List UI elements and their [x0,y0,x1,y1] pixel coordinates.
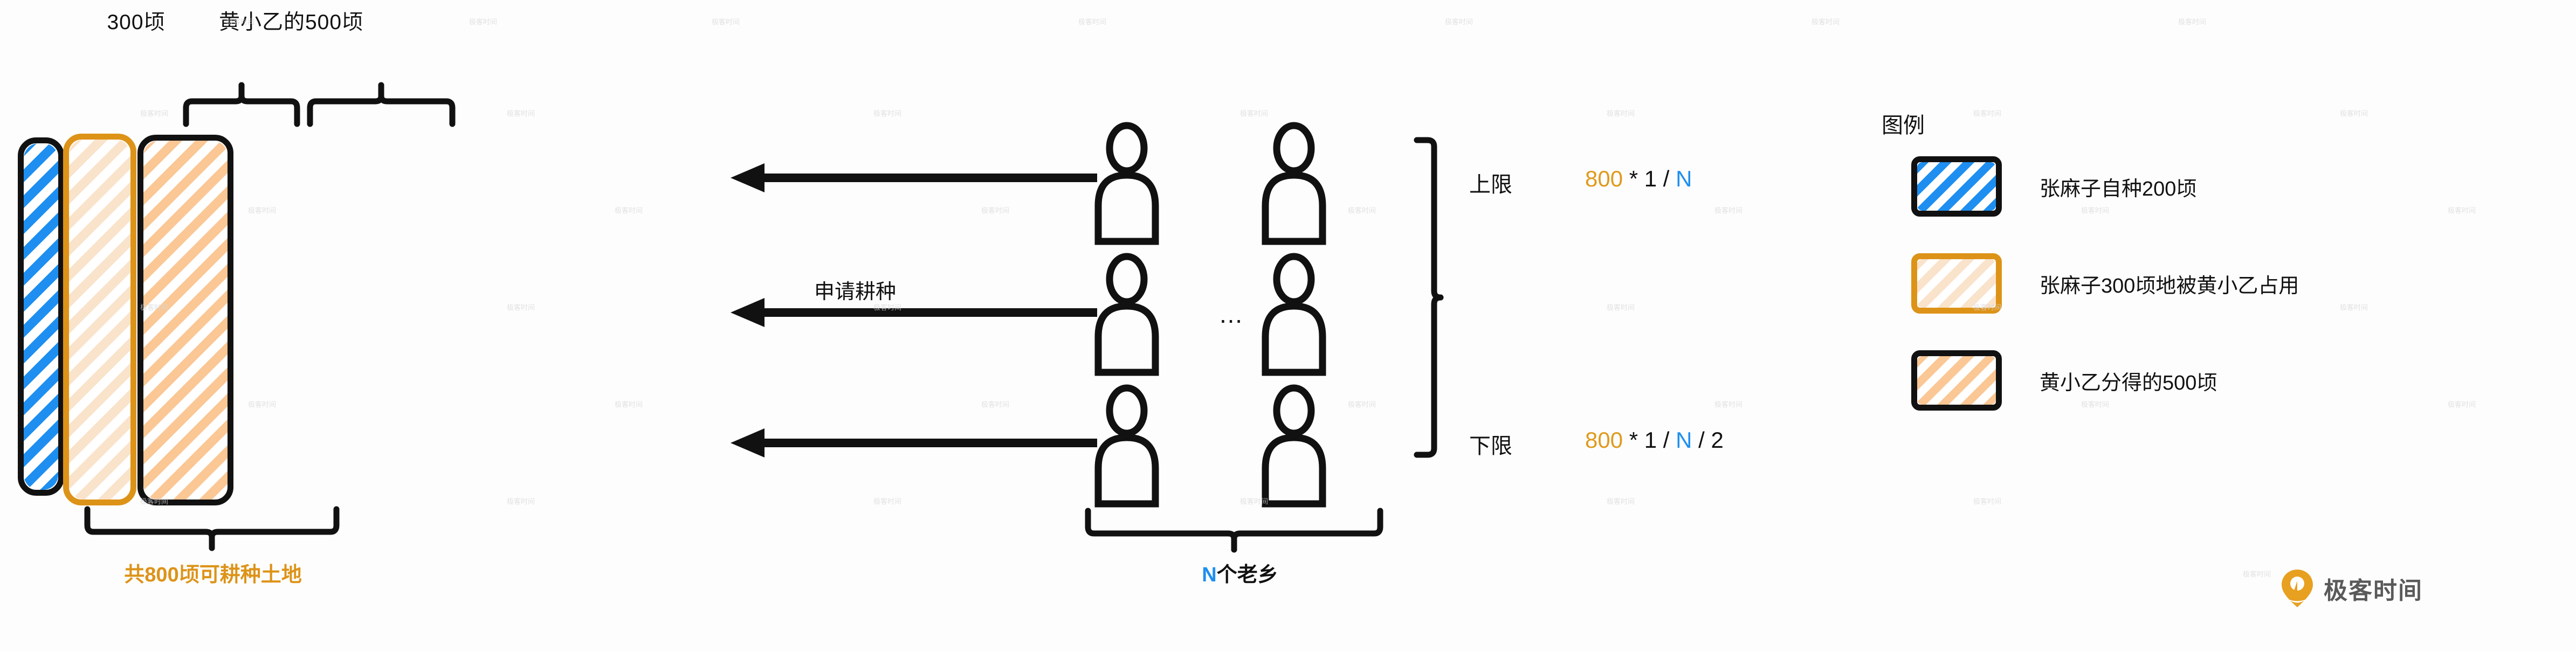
legend-swatch-blue [1911,156,2002,217]
legend-swatch-orange [1911,253,2002,314]
upper-formula-n: N [1676,166,1692,191]
watermark: 极客时间 [2340,109,2368,117]
watermark: 极客时间 [1607,109,1635,117]
brace-500 [307,82,456,127]
watermark: 极客时间 [1348,206,1376,214]
label-apply-to-farm: 申请耕种 [814,281,897,303]
lower-formula-op2: / 2 [1692,427,1724,453]
watermark: 极客时间 [1348,400,1376,408]
lower-formula-op1: * 1 / [1623,427,1676,453]
watermark: 极客时间 [140,303,169,311]
watermark: 极客时间 [140,497,169,505]
watermark: 极客时间 [981,400,1010,408]
land-box-granted [137,135,233,505]
n-symbol: N [1202,564,1217,586]
legend-item-self-farmed: 张麻子自种200顷 [1911,156,2196,217]
watermark: 极客时间 [1607,497,1635,505]
legend-title: 图例 [1882,114,1925,137]
land-box-occupied [63,134,136,505]
legend-label-granted: 黄小乙分得的500顷 [2040,371,2217,394]
watermark: 极客时间 [507,497,535,505]
watermark: 极客时间 [1445,18,1473,26]
blue-hatch-fill [24,143,58,490]
watermark: 极客时间 [226,18,255,26]
label-500-qing: 黄小乙的500顷 [218,11,364,34]
legend-orange-hatch [1917,259,1996,308]
person-icon-r1c1 [1094,122,1159,245]
legend-peach-hatch [1917,356,1996,405]
upper-formula-base: 800 [1585,166,1623,191]
watermark: 极客时间 [1973,303,2002,311]
brace-300 [183,82,300,127]
watermark: 极客时间 [1240,497,1269,505]
watermark: 极客时间 [469,18,498,26]
lower-formula-n: N [1676,427,1692,453]
label-upper-bound: 上限 [1469,173,1512,197]
watermark: 极客时间 [2243,570,2271,578]
brand-logo: 极客时间 [2281,568,2423,608]
watermark: 极客时间 [981,206,1010,214]
watermark: 极客时间 [2081,400,2110,408]
formula-lower-bound: 800 * 1 / N / 2 [1585,427,1724,453]
label-n-villagers: N个老乡 [1057,558,1423,587]
n-villagers-suffix: 个老乡 [1216,564,1278,586]
watermark: 极客时间 [712,18,740,26]
watermark: 极客时间 [1812,18,1840,26]
person-icon-r2c2 [1262,253,1326,376]
watermark: 极客时间 [2340,303,2368,311]
arrow-row-3 [731,428,1097,457]
watermark: 极客时间 [1714,206,1743,214]
people-ellipsis: … [1218,300,1246,328]
watermark: 极客时间 [615,400,643,408]
legend-label-self-farmed: 张麻子自种200顷 [2040,177,2197,200]
watermark: 极客时间 [2178,18,2207,26]
watermark: 极客时间 [873,303,902,311]
arrow-row-2 [731,298,1097,327]
watermark: 极客时间 [507,109,535,117]
legend-blue-hatch [1917,162,1996,211]
legend-label-occupied: 张麻子300顷地被黄小乙占用 [2040,274,2299,297]
watermark: 极客时间 [2448,400,2476,408]
label-lower-bound: 下限 [1469,434,1512,458]
person-icon-r2c1 [1094,253,1159,376]
watermark: 极客时间 [1973,497,2002,505]
watermark: 极客时间 [1714,400,1743,408]
person-icon-r3c1 [1094,384,1159,508]
light-orange-hatch-fill [69,140,130,500]
land-box-self-farmed [18,137,64,496]
person-icon-r1c2 [1262,122,1326,245]
label-300-qing: 300顷 [107,11,166,34]
watermark: 极客时间 [2448,206,2476,214]
upper-formula-op: * 1 / [1623,166,1676,191]
watermark: 极客时间 [140,109,169,117]
watermark: 极客时间 [873,497,902,505]
brace-total-800 [84,506,340,551]
geektime-pin-icon [2281,568,2314,608]
watermark: 极客时间 [1240,109,1269,117]
arrow-group [731,163,1097,457]
arrow-row-1 [731,163,1097,192]
peach-hatch-fill [143,141,228,500]
watermark: 极客时间 [248,206,277,214]
legend-item-occupied: 张麻子300顷地被黄小乙占用 [1911,253,2299,314]
watermark: 极客时间 [873,109,902,117]
lower-formula-base: 800 [1585,427,1623,453]
person-icon-r3c2 [1262,384,1326,508]
watermark: 极客时间 [248,400,277,408]
brand-name: 极客时间 [2324,578,2423,604]
formula-upper-bound: 800 * 1 / N [1585,166,1692,192]
brace-bounds-range [1414,137,1444,458]
watermark: 极客时间 [1607,303,1635,311]
label-total-farmland: 共800顷可耕种土地 [124,564,302,586]
brace-n-villagers [1085,508,1383,553]
watermark: 极客时间 [2081,206,2110,214]
legend-swatch-peach [1911,350,2002,411]
watermark: 极客时间 [507,303,535,311]
watermark: 极客时间 [1973,109,2002,117]
watermark: 极客时间 [615,206,643,214]
legend-item-granted: 黄小乙分得的500顷 [1911,350,2217,411]
watermark: 极客时间 [1078,18,1107,26]
